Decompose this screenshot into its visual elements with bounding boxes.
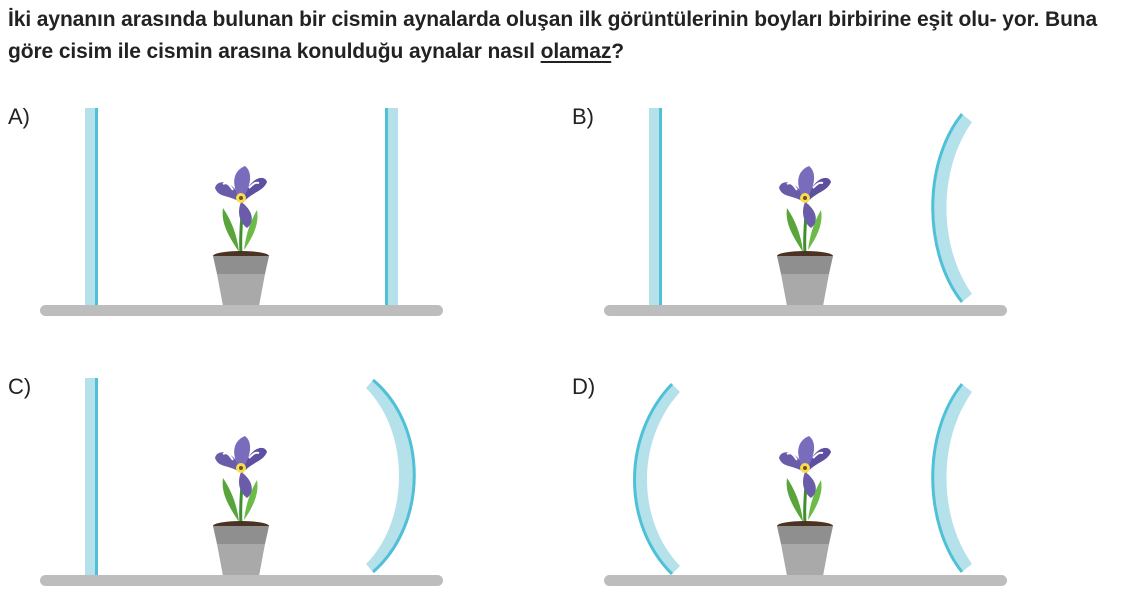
flower-pot-icon <box>777 436 833 576</box>
shelf <box>40 575 443 586</box>
flower-pot-icon <box>213 436 269 576</box>
plane-mirror-icon <box>85 378 98 576</box>
concave-mirror-icon <box>931 383 972 573</box>
convex-mirror-icon <box>366 378 416 574</box>
concave-mirror-icon <box>931 113 972 303</box>
option-b-scene <box>604 108 1007 316</box>
question-text: İki aynanın arasında bulunan bir cismin … <box>8 4 1116 68</box>
plane-mirror-icon <box>385 108 398 306</box>
convex-mirror-icon <box>633 382 680 576</box>
option-b[interactable]: B) <box>572 104 1007 344</box>
option-d[interactable]: D) <box>572 374 1007 614</box>
plane-mirror-icon <box>85 108 98 306</box>
shelf <box>40 305 443 316</box>
option-c-scene <box>40 378 443 586</box>
question-emphasis: olamaz <box>540 40 612 63</box>
option-c[interactable]: C) <box>8 374 443 614</box>
flower-pot-icon <box>777 166 833 306</box>
question-text-main: İki aynanın arasında bulunan bir cismin … <box>8 8 1098 63</box>
plane-mirror-icon <box>649 108 662 306</box>
option-a[interactable]: A) <box>8 104 443 344</box>
option-a-letter: A) <box>8 104 30 129</box>
question-mark: ? <box>611 40 624 63</box>
shelf <box>604 575 1007 586</box>
option-c-letter: C) <box>8 374 32 399</box>
option-d-scene <box>604 382 1007 586</box>
option-d-letter: D) <box>572 374 596 399</box>
option-a-scene <box>40 108 443 316</box>
option-b-letter: B) <box>572 104 594 129</box>
flower-pot-icon <box>213 166 269 306</box>
shelf <box>604 305 1007 316</box>
